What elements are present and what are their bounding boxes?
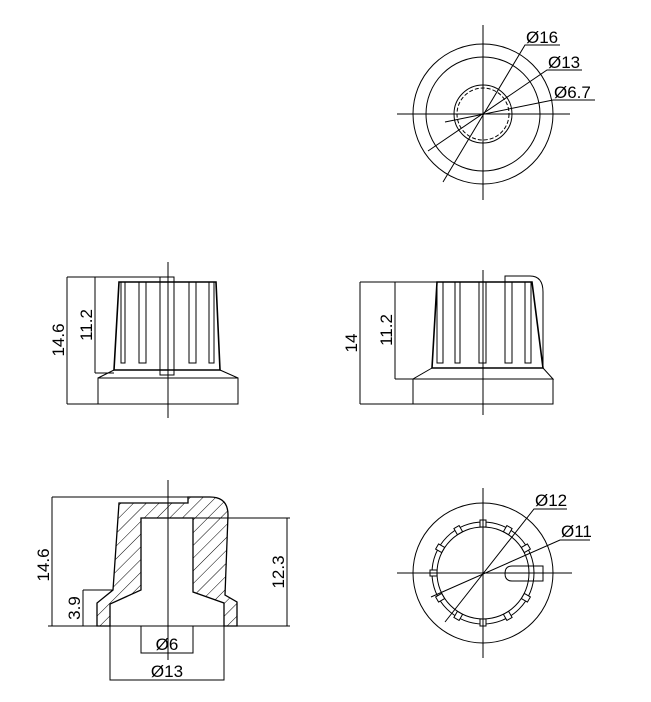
section-view: 14.6 3.9 12.3 Ø6 Ø13 [34,480,290,681]
dim-d13: Ø13 [151,662,183,681]
dim-d16: Ø16 [526,28,558,47]
ribbed-body [113,281,221,371]
side-view-right: 14 11.2 [342,270,555,415]
dim-14-6: 14.6 [49,323,68,356]
dim-11-2: 11.2 [77,309,96,341]
ribs [120,282,215,364]
leader-d11 [430,539,590,598]
dim-d11: Ø11 [561,522,592,541]
ring-notch [520,543,532,554]
leader-d67 [444,99,595,123]
dim-d12: Ø12 [535,491,567,510]
ring-notch [502,524,513,536]
ring-notch [453,610,464,622]
top-view: Ø16 Ø13 Ø6.7 [397,25,595,200]
dim-d6-7: Ø6.7 [554,83,591,102]
dim-d13: Ø13 [548,53,580,72]
bottom-view: Ø12 Ø11 [397,488,592,658]
indicator-strip [159,276,175,376]
dim-12-3: 12.3 [269,555,288,588]
leader-d13 [427,69,582,152]
dim-line-d6 [140,626,194,654]
side-view-left: 14.6 11.2 [49,262,239,418]
ring-notch [434,592,446,603]
ring-notch [434,543,446,554]
dim-14: 14 [342,334,361,353]
dim-11-2: 11.2 [377,314,396,346]
key-slot [504,565,544,582]
ring-notch [502,610,513,622]
hatched-section [96,496,238,627]
pointer-cap [504,275,544,366]
dim-3-9: 3.9 [65,596,84,620]
leader-d12 [444,508,567,623]
ring-notch [520,592,532,603]
ribbed-body [431,281,544,369]
leader-d16 [442,44,560,183]
ribs [436,282,532,364]
dim-line-d13 [109,626,225,681]
dim-d6: Ø6 [156,635,179,654]
dim-14-6: 14.6 [34,548,53,581]
ring-notch [453,524,464,536]
